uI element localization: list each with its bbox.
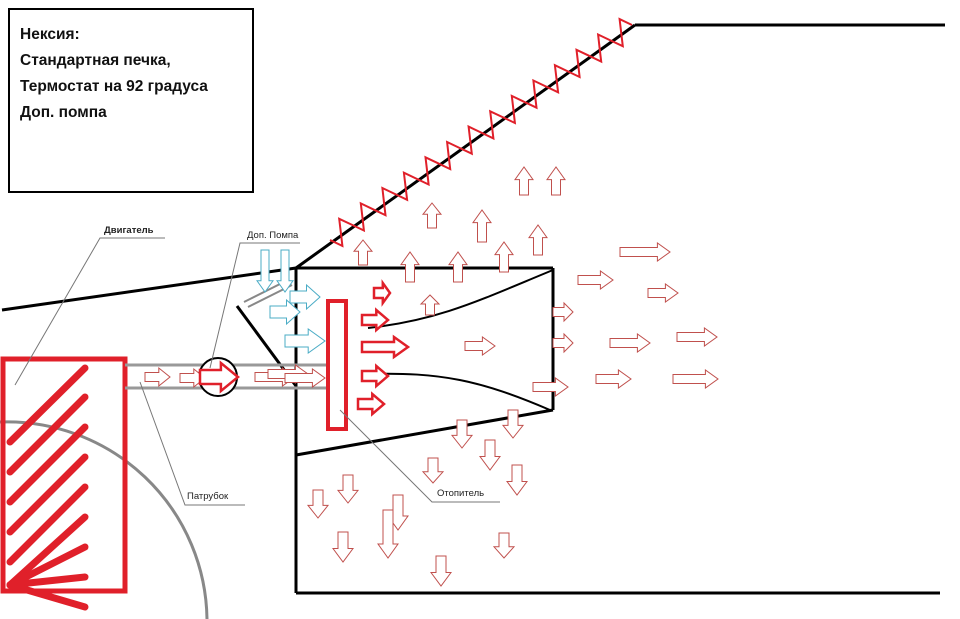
label-engine: Двигатель [104, 225, 154, 236]
warm-air-arrow-up [421, 202, 443, 229]
warm-air-arrow-up [494, 241, 514, 273]
warm-air-arrow-right [360, 307, 390, 333]
warm-air-arrow-right [595, 369, 632, 389]
info-title: Нексия: [20, 26, 80, 43]
warm-air-arrow-up [400, 251, 420, 283]
cold-air-arrow-right [269, 298, 301, 326]
warm-air-arrow-right [464, 336, 496, 356]
warm-air-arrow-right [360, 363, 390, 389]
engine-block [0, 356, 128, 611]
engine-stripe [6, 581, 89, 611]
engine-arc [0, 420, 209, 619]
warm-air-arrow-right [619, 242, 671, 262]
warm-air-arrow-down [421, 457, 445, 484]
warm-air-arrow-up [546, 166, 566, 196]
warm-air-arrow-right [647, 283, 679, 303]
engine-stripe [6, 573, 89, 589]
warm-air-arrow-right [144, 366, 171, 388]
info-box: Нексия: Стандартная печка, Термостат на … [8, 8, 254, 193]
warm-air-arrow-down [492, 532, 516, 559]
warm-air-arrow-up [528, 224, 548, 256]
warm-air-arrow-down [430, 555, 452, 587]
engine-stripe [6, 483, 89, 566]
label-heater: Отопитель [437, 488, 485, 499]
engine-stripe [6, 513, 89, 589]
warm-air-arrow-down [450, 419, 474, 449]
engine-stripe [6, 453, 89, 536]
warm-air-arrow-right [356, 391, 386, 417]
warm-air-arrow-right [676, 327, 718, 347]
warm-air-arrow-right [532, 377, 569, 397]
airflow-arrows [144, 166, 719, 587]
warm-air-arrow-down [332, 531, 354, 563]
info-line-heater: Стандартная печка, [20, 52, 171, 69]
info-line-pump: Доп. помпа [20, 104, 107, 121]
warm-air-arrow-right [552, 301, 574, 323]
warm-air-arrow-down [506, 464, 528, 496]
warm-air-arrow-right [198, 360, 240, 394]
warm-air-arrow-right [372, 279, 392, 307]
cold-air-arrow-right [284, 328, 326, 354]
warm-air-arrow-up [352, 239, 374, 266]
warm-air-arrow-down [479, 439, 501, 471]
engine-stripe [6, 543, 89, 589]
warm-air-arrow-up [448, 251, 468, 283]
warm-air-arrow-right [360, 334, 411, 360]
cold-air-arrow-right [289, 283, 321, 311]
warm-air-arrow-up [472, 209, 492, 243]
warm-air-arrow-right [284, 368, 326, 388]
info-line-thermostat: Термостат на 92 градуса [20, 78, 208, 95]
warm-air-arrow-down [336, 474, 360, 504]
heater-airflow-curves [367, 269, 554, 411]
engine-stripe [6, 393, 89, 476]
engine-stripe [6, 364, 89, 446]
label-pipe: Патрубок [187, 491, 229, 502]
windshield-heating-zigzag [329, 17, 633, 248]
heater-core [326, 299, 348, 431]
warm-air-arrow-right [672, 369, 719, 389]
warm-air-arrow-up [419, 294, 441, 316]
label-extra-pump: Доп. Помпа [247, 230, 299, 241]
cold-air-arrow-down [256, 249, 274, 293]
leader-lines [14, 237, 500, 506]
warm-air-arrow-down [501, 409, 525, 439]
cold-air-arrow-down [276, 249, 294, 293]
warm-air-arrow-right [552, 332, 574, 354]
engine-stripe [6, 423, 89, 506]
warm-air-arrow-down [306, 489, 330, 519]
warm-air-arrow-down [377, 509, 399, 559]
warm-air-arrow-right [577, 270, 614, 290]
warm-air-arrow-right [609, 333, 651, 353]
warm-air-arrow-up [514, 166, 534, 196]
